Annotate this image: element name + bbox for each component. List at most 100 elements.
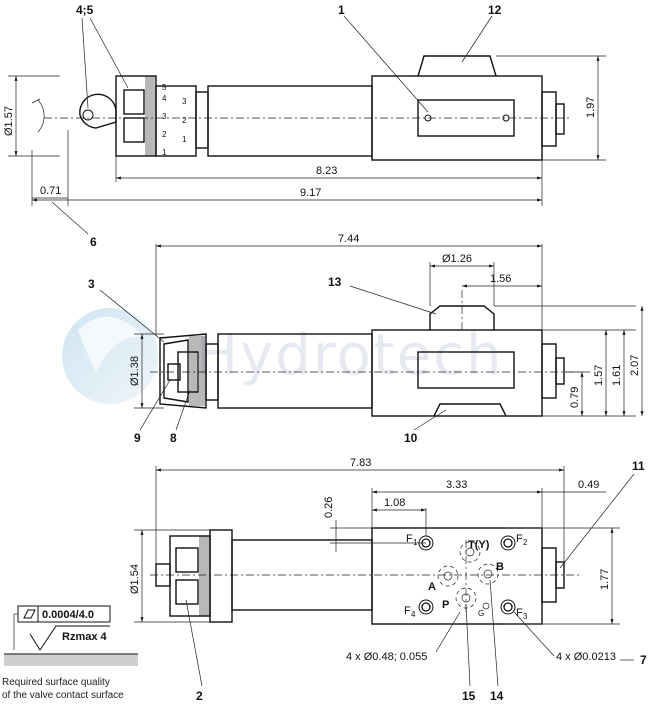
watermark: Hydrotech bbox=[62, 308, 504, 404]
callout-3: 3 bbox=[88, 277, 95, 291]
leader-12 bbox=[461, 15, 493, 63]
fixing-label-f1: F bbox=[406, 533, 413, 545]
surface-caption: Required surface quality of the valve co… bbox=[2, 676, 124, 702]
port-b bbox=[477, 563, 499, 585]
fixing-sub-3: 3 bbox=[523, 612, 528, 621]
fixing-hole-f4-inner bbox=[421, 602, 431, 612]
knob-bottom-block-1 bbox=[175, 547, 199, 573]
callout-15: 15 bbox=[462, 689, 476, 703]
watermark-logo-swoosh bbox=[78, 316, 145, 372]
leader-15 bbox=[465, 603, 471, 687]
nameplate-mid bbox=[417, 351, 515, 389]
port-a bbox=[437, 565, 459, 587]
knob-bottom-knurl bbox=[199, 536, 211, 616]
leader-9 bbox=[139, 379, 171, 431]
callout-6: 6 bbox=[90, 235, 97, 249]
leader-2 bbox=[185, 599, 203, 687]
callout-14: 14 bbox=[490, 689, 504, 703]
fixing-sub-1: 1 bbox=[413, 538, 418, 547]
collar-ring bbox=[195, 91, 209, 149]
fixing-label-f4: F bbox=[404, 605, 411, 617]
scale-mark-5: 5 bbox=[162, 83, 167, 92]
callout-8: 8 bbox=[170, 431, 177, 445]
dim-156: 1.56 bbox=[490, 273, 511, 285]
scale-mark-r3: 3 bbox=[182, 97, 187, 106]
port-a-inner bbox=[443, 571, 453, 581]
surface-caption-line-2: of the valve contact surface bbox=[2, 690, 124, 701]
end-nut-mid bbox=[555, 357, 565, 385]
port-t bbox=[459, 541, 481, 563]
surface-spec: 0.0004/4.0 Rzmax 4 bbox=[4, 605, 138, 666]
key-swing-arc bbox=[37, 99, 45, 133]
key-hole bbox=[82, 109, 94, 121]
dim-197: 1.97 bbox=[585, 97, 597, 118]
note-holes-left: 4 x Ø0.48; 0.055 bbox=[346, 651, 427, 663]
knob-bottom-block-2 bbox=[175, 579, 199, 605]
dim-108: 1.08 bbox=[384, 497, 405, 509]
roughness-value: Rzmax 4 bbox=[62, 631, 108, 643]
collar-bottom bbox=[209, 529, 233, 623]
knob-lock-block bbox=[123, 89, 145, 115]
scale-mark-2: 2 bbox=[162, 130, 167, 139]
dim-d138: Ø1.38 bbox=[129, 356, 141, 386]
callout-7: 7 bbox=[640, 653, 647, 667]
flatness-value: 0.0004/4.0 bbox=[42, 609, 94, 621]
subplate-port bbox=[433, 403, 507, 417]
bottom-view: T(Y) A B P G F 1 F 2 F 4 F 3 7.83 3.33 1… bbox=[129, 457, 647, 703]
port-b-inner bbox=[483, 569, 493, 579]
port-label-t: T(Y) bbox=[468, 539, 490, 551]
dim-026: 0.26 bbox=[323, 497, 335, 518]
scale-right: 3 2 1 bbox=[182, 97, 187, 144]
fixing-hole-f4 bbox=[418, 599, 434, 615]
dim-049: 0.49 bbox=[578, 479, 599, 491]
fixing-hole-f2 bbox=[500, 535, 516, 551]
dim-d126: Ø1.26 bbox=[442, 253, 472, 265]
port-label-b: B bbox=[496, 561, 504, 573]
callout-10: 10 bbox=[404, 431, 418, 445]
callout-2: 2 bbox=[196, 689, 203, 703]
scale-mark-3: 3 bbox=[162, 112, 167, 121]
cap-cone bbox=[159, 333, 207, 409]
dim-157-mid: 1.57 bbox=[593, 365, 605, 386]
dim-207: 2.07 bbox=[629, 355, 641, 376]
dim-744: 7.44 bbox=[338, 233, 359, 245]
dim-917: 9.17 bbox=[300, 187, 321, 199]
middle-view: 7.44 Ø1.26 1.56 Ø1.38 0.79 1.57 1.61 2.0… bbox=[88, 233, 644, 445]
leader-holes-left bbox=[435, 611, 461, 653]
fixing-hole-f3-inner bbox=[503, 602, 513, 612]
roughness-symbol bbox=[29, 625, 110, 651]
key-swing-arc-2 bbox=[31, 98, 41, 104]
callout-9: 9 bbox=[134, 431, 141, 445]
callout-12: 12 bbox=[488, 3, 502, 17]
fixing-hole-f3 bbox=[500, 599, 516, 615]
leader-6 bbox=[51, 201, 89, 235]
scale-mark-r2: 2 bbox=[182, 116, 187, 125]
end-plug bbox=[541, 91, 557, 147]
contact-surface bbox=[4, 654, 138, 666]
port-label-g: G bbox=[478, 609, 484, 618]
leader-45-b bbox=[89, 17, 129, 89]
scale-mark-4: 4 bbox=[162, 94, 167, 103]
dim-d157: Ø1.57 bbox=[3, 106, 15, 136]
callout-13: 13 bbox=[328, 275, 342, 289]
port-label-a: A bbox=[428, 581, 436, 593]
watermark-text: Hydrotech bbox=[196, 323, 504, 388]
surface-caption-line-1: Required surface quality bbox=[2, 677, 110, 688]
knob-knurl bbox=[145, 76, 157, 156]
valve-tube bbox=[207, 85, 373, 157]
dim-823: 8.23 bbox=[316, 165, 337, 177]
leader-3 bbox=[99, 289, 165, 343]
leader-45-a bbox=[81, 17, 89, 109]
flatness-symbol bbox=[23, 609, 36, 619]
note-holes-right: 4 x Ø0.0213 bbox=[556, 651, 616, 663]
leader-11 bbox=[559, 473, 635, 569]
leader-10 bbox=[413, 409, 447, 431]
dim-161: 1.61 bbox=[611, 365, 623, 386]
fixing-hole-f2-inner bbox=[503, 538, 513, 548]
fixing-sub-2: 2 bbox=[523, 538, 528, 547]
knob-lock-block-2 bbox=[123, 117, 145, 143]
dim-333: 3.33 bbox=[446, 479, 467, 491]
leader-holes-right bbox=[513, 611, 555, 657]
locating-pin bbox=[482, 602, 490, 610]
fixing-label-f2: F bbox=[516, 533, 523, 545]
